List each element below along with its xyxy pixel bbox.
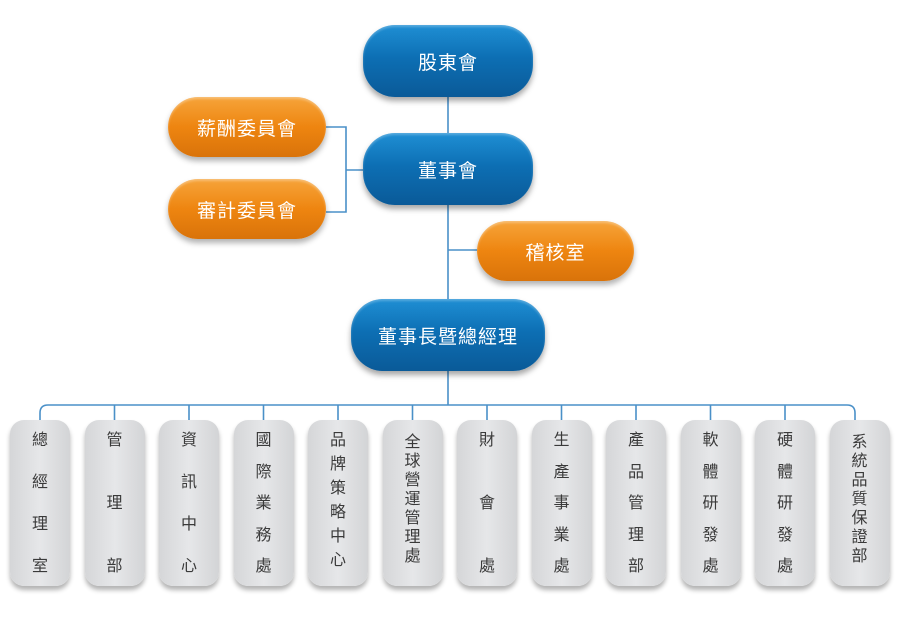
department-hardware-rd[interactable]: 硬體研發處 bbox=[755, 420, 815, 586]
department-admin[interactable]: 管理部 bbox=[84, 420, 145, 586]
department-char: 品 bbox=[627, 461, 644, 481]
department-char: 室 bbox=[31, 556, 48, 575]
department-char: 保 bbox=[851, 508, 868, 527]
internal-audit-label: 稽核室 bbox=[525, 241, 586, 264]
department-char: 發 bbox=[776, 524, 793, 544]
compensation-committee-node[interactable]: 薪酬委員會 bbox=[168, 97, 326, 157]
department-char: 理 bbox=[627, 524, 644, 544]
department-char: 牌 bbox=[329, 454, 346, 473]
department-char: 營 bbox=[404, 470, 421, 489]
department-char: 際 bbox=[255, 461, 272, 481]
department-char: 部 bbox=[106, 556, 123, 575]
department-char: 策 bbox=[329, 478, 346, 497]
department-char: 會 bbox=[478, 493, 495, 512]
department-char: 全 bbox=[404, 432, 421, 451]
department-char: 心 bbox=[329, 550, 346, 569]
department-char: 事 bbox=[553, 493, 570, 512]
department-char: 產 bbox=[553, 461, 570, 481]
department-char: 部 bbox=[851, 546, 868, 565]
department-char: 硬 bbox=[776, 430, 793, 449]
department-brand-strategy[interactable]: 品牌策略中心 bbox=[308, 420, 368, 586]
department-char: 管 bbox=[627, 493, 644, 512]
department-char: 發 bbox=[702, 524, 719, 544]
department-char: 國 bbox=[255, 430, 272, 449]
department-char: 研 bbox=[776, 493, 793, 512]
department-char: 業 bbox=[553, 524, 570, 544]
department-char: 球 bbox=[404, 451, 421, 470]
department-char: 總 bbox=[31, 430, 48, 449]
department-char: 財 bbox=[478, 430, 495, 449]
department-char: 管 bbox=[106, 430, 123, 449]
department-global-ops[interactable]: 全球營運管理處 bbox=[382, 420, 443, 586]
department-char: 處 bbox=[702, 556, 719, 575]
department-production[interactable]: 生產事業處 bbox=[531, 420, 592, 586]
department-char: 統 bbox=[851, 451, 868, 470]
department-char: 管 bbox=[404, 508, 421, 527]
department-char: 處 bbox=[404, 546, 421, 565]
department-char: 略 bbox=[329, 502, 346, 521]
department-char: 處 bbox=[553, 556, 570, 575]
department-char: 部 bbox=[627, 556, 644, 575]
department-intl-business[interactable]: 國際業務處 bbox=[233, 420, 294, 586]
department-char: 處 bbox=[255, 556, 272, 575]
department-char: 中 bbox=[180, 514, 197, 533]
department-char: 生 bbox=[553, 430, 570, 449]
department-char: 質 bbox=[851, 489, 868, 508]
board-node[interactable]: 董事會 bbox=[363, 133, 533, 205]
department-finance[interactable]: 財會處 bbox=[457, 420, 517, 586]
department-char: 處 bbox=[776, 556, 793, 575]
department-char: 軟 bbox=[702, 430, 719, 449]
audit-committee-node[interactable]: 審計委員會 bbox=[168, 179, 326, 239]
department-char: 理 bbox=[404, 527, 421, 546]
department-char: 務 bbox=[255, 524, 272, 544]
department-char: 產 bbox=[627, 430, 644, 449]
department-char: 資 bbox=[180, 430, 197, 449]
shareholders-node[interactable]: 股東會 bbox=[363, 25, 533, 97]
chairman-ceo-node[interactable]: 董事長暨總經理 bbox=[351, 299, 545, 371]
department-it-center[interactable]: 資訊中心 bbox=[159, 420, 219, 586]
department-char: 證 bbox=[851, 527, 868, 546]
department-char: 體 bbox=[702, 461, 719, 481]
compensation-committee-label: 薪酬委員會 bbox=[196, 117, 297, 140]
department-gm-office[interactable]: 總經理室 bbox=[10, 420, 70, 586]
chairman-ceo-label: 董事長暨總經理 bbox=[377, 325, 518, 348]
department-qa[interactable]: 系統品質保證部 bbox=[829, 420, 890, 586]
shareholders-label: 股東會 bbox=[417, 51, 478, 74]
audit-committee-label: 審計委員會 bbox=[196, 199, 297, 222]
department-char: 經 bbox=[31, 472, 48, 491]
department-char: 研 bbox=[702, 493, 719, 512]
department-char: 理 bbox=[106, 493, 123, 512]
internal-audit-node[interactable]: 稽核室 bbox=[477, 221, 634, 281]
department-char: 業 bbox=[255, 493, 272, 512]
department-char: 運 bbox=[404, 489, 421, 508]
department-char: 中 bbox=[329, 526, 346, 545]
board-label: 董事會 bbox=[417, 159, 478, 182]
department-product-mgmt[interactable]: 產品管理部 bbox=[606, 420, 666, 586]
department-char: 體 bbox=[776, 461, 793, 481]
department-char: 品 bbox=[851, 470, 868, 489]
department-software-rd[interactable]: 軟體研發處 bbox=[680, 420, 741, 586]
department-char: 理 bbox=[31, 514, 48, 533]
department-char: 處 bbox=[478, 556, 495, 575]
department-char: 訊 bbox=[180, 472, 197, 491]
department-char: 系 bbox=[851, 432, 868, 451]
department-char: 品 bbox=[329, 430, 346, 449]
department-char: 心 bbox=[180, 556, 197, 575]
